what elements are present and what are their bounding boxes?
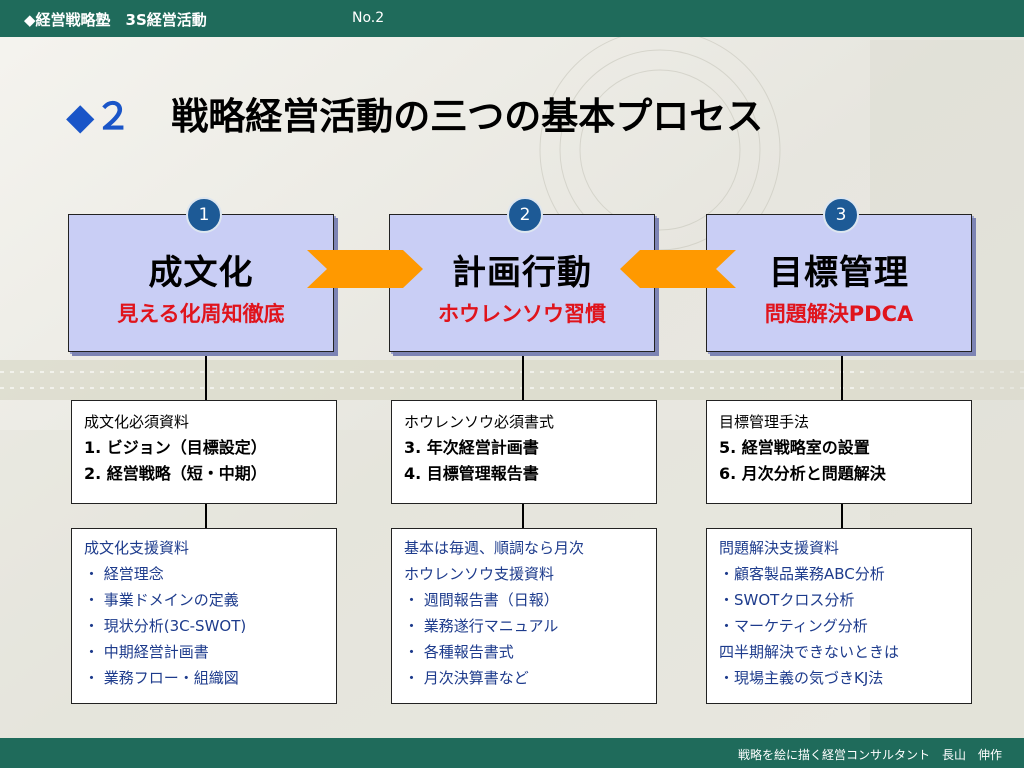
process-sub-label: ホウレンソウ習慣 [438, 302, 606, 326]
support-docs-line: ・ 中期経営計画書 [84, 643, 209, 661]
support-docs-box-1: 成文化支援資料 ・ 経営理念 ・ 事業ドメインの定義 ・ 現状分析(3C-SWO… [71, 528, 337, 704]
footer-author: 戦略を絵に描く経営コンサルタント 長山 伸作 [737, 748, 1002, 762]
page-number: No.2 [352, 10, 385, 26]
support-docs-line: 四半期解決できないときは [719, 643, 900, 661]
required-docs-box-3: 目標管理手法 5. 経営戦略室の設置 6. 月次分析と問題解決 [706, 400, 972, 504]
process-main-label: 目標管理 [769, 253, 909, 293]
support-docs-line: 基本は毎週、順調なら月次 [404, 539, 585, 557]
support-docs-line: ・顧客製品業務ABC分析 [719, 565, 885, 583]
required-docs-item: 1. ビジョン（目標設定） [84, 438, 267, 457]
support-docs-line: ・ 週間報告書（日報） [404, 591, 559, 609]
left-arrow-icon [620, 250, 736, 288]
connector-line [205, 504, 207, 528]
support-docs-box-3: 問題解決支援資料 ・顧客製品業務ABC分析 ・SWOTクロス分析 ・マーケティン… [706, 528, 972, 704]
support-docs-line: ・ 事業ドメインの定義 [84, 591, 239, 609]
required-docs-box-2: ホウレンソウ必須書式 3. 年次経営計画書 4. 目標管理報告書 [391, 400, 657, 504]
support-docs-line: ・マーケティング分析 [719, 617, 868, 635]
step-number-badge-3: 3 [823, 197, 859, 233]
required-docs-heading: ホウレンソウ必須書式 [404, 413, 555, 431]
process-main-label: 計画行動 [452, 253, 592, 293]
connector-line [522, 504, 524, 528]
right-arrow-icon [307, 250, 423, 288]
connector-line [841, 504, 843, 528]
required-docs-item: 5. 経営戦略室の設置 [719, 438, 870, 457]
process-sub-label: 見える化周知徹底 [117, 302, 285, 326]
header-bar: ◆経営戦略塾 3S経営活動 No.2 [0, 0, 1024, 37]
process-sub-label: 問題解決PDCA [764, 302, 914, 326]
required-docs-item: 2. 経営戦略（短・中期） [84, 464, 267, 483]
step-number-badge-1: 1 [186, 197, 222, 233]
connector-line [841, 352, 843, 400]
support-docs-line: ・ 業務フロー・組織図 [84, 669, 239, 687]
title-mark: ◆２ [66, 95, 132, 138]
support-docs-line: ・現場主義の気づきKJ法 [719, 669, 884, 687]
support-docs-line: 問題解決支援資料 [719, 539, 840, 557]
required-docs-item: 4. 目標管理報告書 [404, 464, 539, 483]
support-docs-line: ・ 経営理念 [84, 565, 164, 583]
connector-line [205, 352, 207, 400]
support-docs-line: ・ 業務遂行マニュアル [404, 617, 559, 635]
support-docs-line: ・ 各種報告書式 [404, 643, 514, 661]
process-box-2: 計画行動 ホウレンソウ習慣 [389, 214, 655, 352]
header-title: ◆経営戦略塾 3S経営活動 [24, 11, 207, 29]
required-docs-item: 3. 年次経営計画書 [404, 438, 539, 457]
support-docs-line: ホウレンソウ支援資料 [404, 565, 555, 583]
required-docs-item: 6. 月次分析と問題解決 [719, 464, 886, 483]
support-docs-line: ・ 現状分析(3C-SWOT) [84, 617, 247, 635]
required-docs-box-1: 成文化必須資料 1. ビジョン（目標設定） 2. 経営戦略（短・中期） [71, 400, 337, 504]
support-docs-line: ・SWOTクロス分析 [719, 591, 855, 609]
required-docs-heading: 目標管理手法 [719, 413, 810, 431]
footer-bar: 戦略を絵に描く経営コンサルタント 長山 伸作 [0, 738, 1024, 768]
step-number-badge-2: 2 [507, 197, 543, 233]
slide-title: ◆２ 戦略経営活動の三つの基本プロセス [66, 86, 763, 140]
required-docs-heading: 成文化必須資料 [84, 413, 190, 431]
process-box-3: 目標管理 問題解決PDCA [706, 214, 972, 352]
process-main-label: 成文化 [148, 253, 254, 293]
support-docs-line: ・ 月次決算書など [404, 669, 529, 687]
support-docs-line: 成文化支援資料 [84, 539, 190, 557]
title-text: 戦略経営活動の三つの基本プロセス [171, 95, 764, 138]
connector-line [522, 352, 524, 400]
support-docs-box-2: 基本は毎週、順調なら月次 ホウレンソウ支援資料 ・ 週間報告書（日報） ・ 業務… [391, 528, 657, 704]
process-box-1: 成文化 見える化周知徹底 [68, 214, 334, 352]
